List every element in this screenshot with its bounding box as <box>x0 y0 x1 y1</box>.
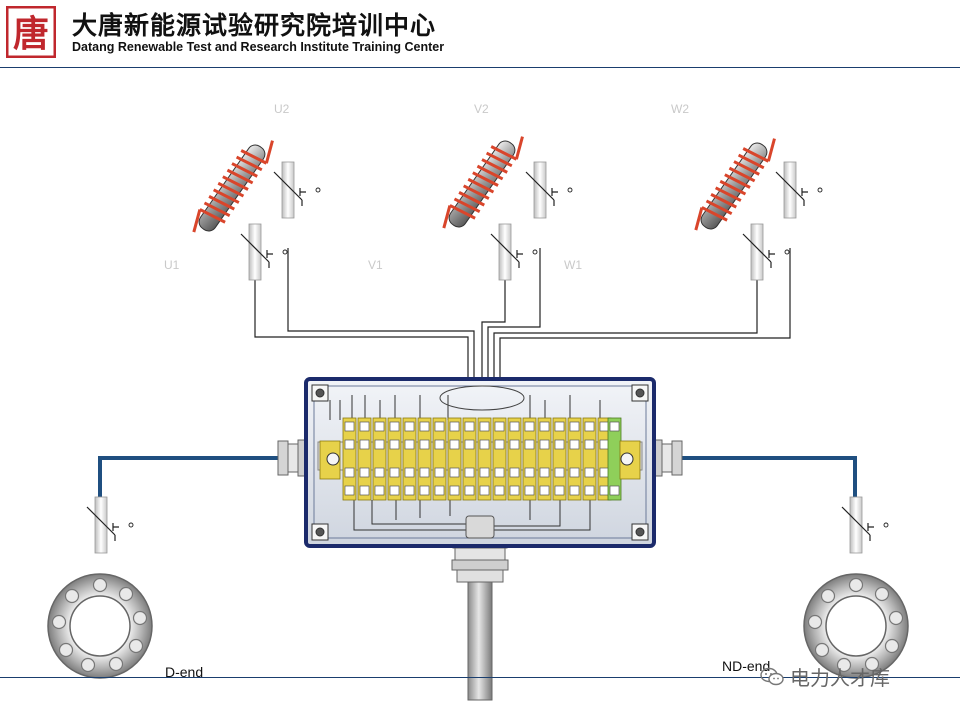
header-divider <box>0 67 960 68</box>
header: 唐 大唐新能源试验研究院培训中心 Datang Renewable Test a… <box>0 0 960 68</box>
winding-v-coil <box>435 123 531 242</box>
cable-gland-left <box>277 439 307 477</box>
watermark: 电力人才库 <box>760 662 890 691</box>
cable-gland-right <box>653 439 683 477</box>
datang-logo: 唐 <box>6 6 56 58</box>
sensor-v2 <box>525 161 573 219</box>
sensor-w1 <box>742 223 790 281</box>
sensor-u2 <box>273 161 321 219</box>
label-nd-end: ND-end <box>722 658 771 674</box>
junction-box <box>304 377 656 548</box>
sensor-nd-end <box>841 496 889 554</box>
terminal-strip <box>342 417 622 501</box>
sensor-d-end <box>86 496 134 554</box>
label-w1: W1 <box>564 258 582 272</box>
label-u2: U2 <box>274 102 290 116</box>
label-v1: V1 <box>368 258 383 272</box>
bearing-d-end <box>47 573 153 679</box>
title-chinese: 大唐新能源试验研究院培训中心 <box>72 11 437 40</box>
sensor-w2 <box>775 161 823 219</box>
label-u1: U1 <box>164 258 180 272</box>
label-v2: V2 <box>474 102 489 116</box>
label-w2: W2 <box>671 102 689 116</box>
nd-end-cable <box>680 456 857 530</box>
footer-divider <box>0 677 960 678</box>
outlet-conduit <box>467 579 493 701</box>
winding-w-coil <box>687 125 783 244</box>
label-d-end: D-end <box>165 664 204 680</box>
sensor-u1 <box>240 223 288 281</box>
logo-char: 唐 <box>13 13 49 55</box>
sensor-wiring <box>254 248 791 380</box>
winding-u-coil <box>185 127 281 246</box>
sensor-v1 <box>490 223 538 281</box>
wechat-icon <box>760 667 784 685</box>
title-english: Datang Renewable Test and Research Insti… <box>72 40 445 54</box>
d-end-cable <box>98 456 278 530</box>
watermark-text: 电力人才库 <box>790 666 890 690</box>
